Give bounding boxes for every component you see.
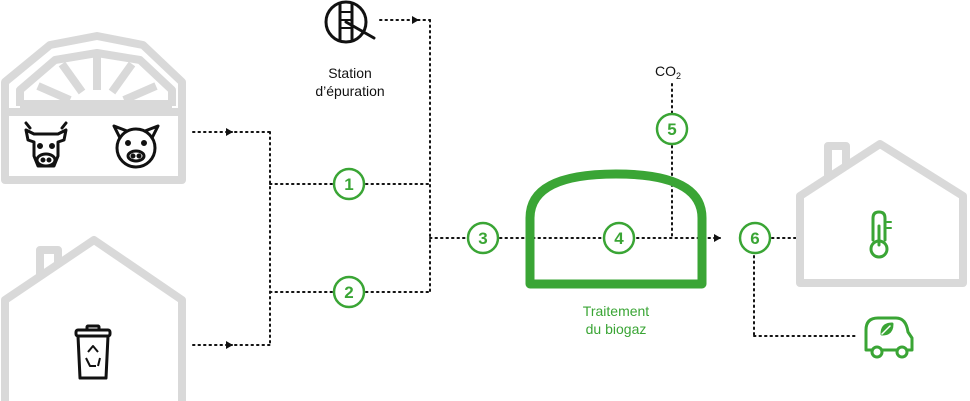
step-6: 6 — [738, 221, 772, 255]
co2-label-main: CO — [655, 63, 676, 79]
co2-label: CO2 — [655, 63, 681, 81]
farm-barn — [1, 32, 186, 184]
heated-house — [796, 140, 967, 287]
treatment-label-line2: du biogaz — [585, 321, 647, 337]
step-2-number: 2 — [344, 283, 353, 302]
step-3: 3 — [466, 221, 500, 255]
thermometer-icon — [869, 210, 892, 259]
cow-icon — [24, 121, 68, 168]
co2-label-sub: 2 — [676, 71, 682, 81]
recycle-bin-icon — [74, 324, 112, 380]
step-5-number: 5 — [667, 120, 676, 139]
recycling-house — [1, 236, 186, 401]
station-label: Station d’épuration — [300, 64, 400, 100]
electric-car-icon — [864, 316, 914, 359]
step-4: 4 — [602, 221, 636, 255]
station-label-line1: Station — [328, 65, 372, 81]
station-label-line2: d’épuration — [315, 83, 385, 99]
treatment-label: Traitement du biogaz — [566, 302, 666, 338]
step-4-number: 4 — [614, 229, 624, 248]
pig-icon — [112, 124, 160, 169]
biogas-dome — [525, 169, 707, 289]
step-1: 1 — [332, 167, 366, 201]
step-3-number: 3 — [478, 229, 487, 248]
step-1-number: 1 — [344, 175, 353, 194]
dotted-connections — [192, 16, 859, 349]
water-treatment-icon — [324, 0, 376, 44]
step-2: 2 — [332, 275, 366, 309]
step-6-number: 6 — [750, 229, 759, 248]
step-5: 5 — [655, 112, 689, 146]
treatment-label-line1: Traitement — [582, 303, 650, 319]
